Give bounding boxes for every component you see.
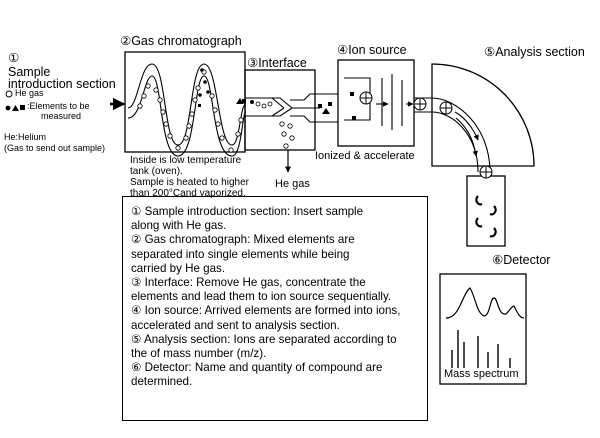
he-purpose: (Gas to send out sample): [4, 143, 106, 153]
ion-source-tube: [320, 93, 338, 123]
ions-analysis: [439, 101, 479, 157]
ion-source-chamber: [344, 74, 403, 130]
note-line: ① Sample introduction section: Insert sa…: [131, 205, 364, 218]
he-gas-bubbles: [137, 69, 244, 153]
note-line: ⑥ Detector: Name and quantity of compoun…: [131, 361, 383, 375]
explanation-box: ① Sample introduction section: Insert sa…: [122, 196, 428, 421]
note-line: elements and lead them to ion source seq…: [131, 290, 392, 304]
mass-spectrum-box: [439, 273, 527, 385]
mass-spectrum-label: Mass spectrum: [444, 368, 519, 380]
note-line: ⑤ Analysis section: Ions are separated a…: [131, 332, 397, 346]
elements-interface: [236, 98, 273, 109]
sample-number: ①: [8, 51, 20, 65]
detector-box: [466, 175, 506, 247]
spectrum-bars: [451, 330, 511, 368]
note-line: accelerated and sent to analysis section…: [131, 318, 340, 332]
ion-source-box: [337, 59, 415, 147]
note-line: separated into single elements while bei…: [131, 247, 350, 261]
note-line: carried by He gas.: [131, 261, 226, 275]
chromatogram-trace: [445, 287, 525, 319]
note-line: determined.: [131, 375, 193, 389]
ions-ion-source: [318, 91, 373, 120]
ion-detector: [479, 165, 493, 179]
ionized-label: Ionized & accelerate: [315, 150, 415, 162]
elements-legend-2: measured: [41, 111, 82, 121]
gc-label: ②Gas chromatograph: [120, 34, 242, 48]
note-line: ③ Interface: Remove He gas, concentrate …: [131, 276, 366, 290]
flight-tube: [414, 97, 491, 173]
ion-exit: [406, 97, 427, 111]
interface-jet: [250, 93, 320, 123]
oven-note-1: Inside is low temperature: [130, 155, 242, 166]
legend-symbols: [5, 90, 25, 111]
interface-label: ③Interface: [247, 56, 307, 70]
note-line: ② Gas chromatograph: Mixed elements are: [131, 233, 355, 247]
analysis-label: ⑤Analysis section: [484, 45, 585, 59]
interface-box: [244, 69, 316, 151]
ion-source-label: ④Ion source: [337, 43, 407, 57]
oven-note-2: tank (oven).: [130, 166, 183, 177]
he-gas-legend: He gas: [15, 88, 44, 98]
detector-dynodes: [475, 195, 497, 238]
note-line: ④ Ion source: Arrived elements are forme…: [131, 304, 401, 318]
note-line: the of mass number (m/z).: [131, 347, 267, 361]
gc-column-coil: [127, 63, 247, 157]
elements-legend-1: :Elements to be: [27, 101, 90, 111]
oven-note-3: Sample is heated to higher: [130, 177, 249, 188]
oven-note-4: than 200°Cand vaporized.: [130, 188, 246, 199]
analysis-sector: [431, 63, 535, 167]
sample-elements-gc: [198, 68, 210, 107]
sample-title-1: Sample: [8, 65, 51, 79]
note-line: along with He gas.: [131, 219, 227, 233]
sample-title-2: introduction section: [8, 77, 116, 91]
he-exhaust-bubbles: [279, 121, 295, 149]
detector-label: ⑥Detector: [492, 253, 551, 267]
he-gas-out-label: He gas: [275, 178, 310, 190]
he-helium: He:Helium: [4, 132, 47, 142]
